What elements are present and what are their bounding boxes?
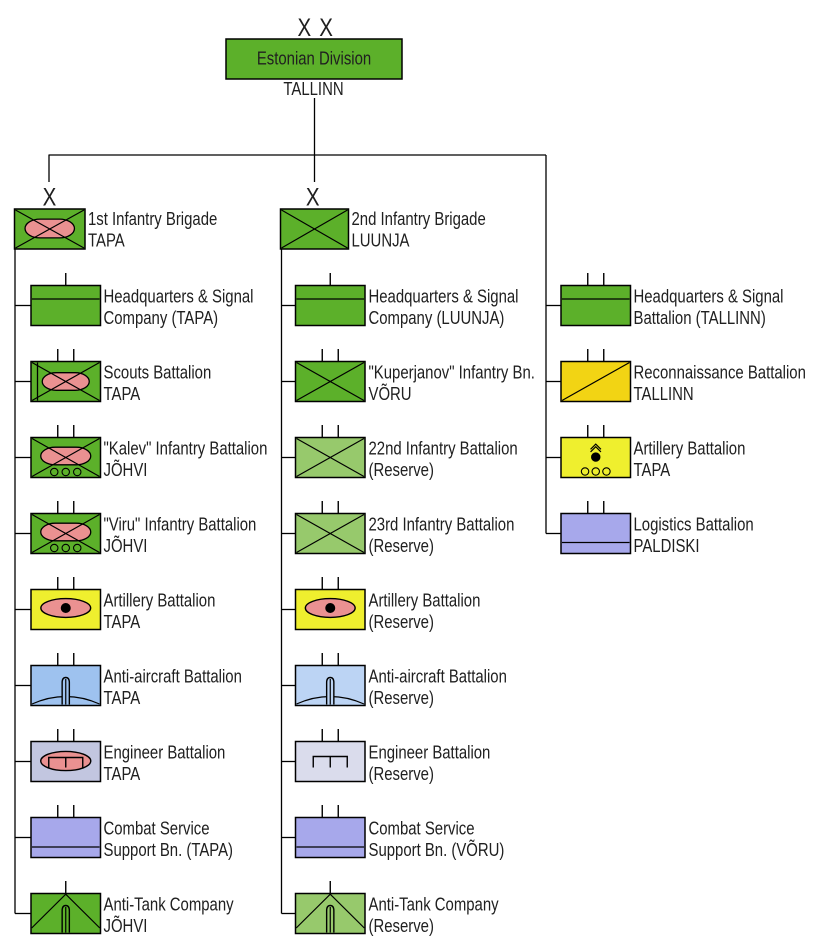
- svg-text:Support Bn. (VÕRU): Support Bn. (VÕRU): [369, 839, 505, 861]
- svg-text:TAPA: TAPA: [104, 612, 142, 633]
- svg-text:TALLINN: TALLINN: [283, 79, 343, 100]
- svg-text:X: X: [319, 13, 333, 41]
- svg-text:TAPA: TAPA: [634, 460, 672, 481]
- svg-text:Anti-Tank Company: Anti-Tank Company: [104, 894, 235, 915]
- svg-text:(Reserve): (Reserve): [369, 688, 434, 709]
- svg-text:Engineer Battalion: Engineer Battalion: [104, 742, 226, 763]
- svg-text:X: X: [297, 13, 311, 41]
- svg-text:JÕHVI: JÕHVI: [104, 459, 148, 481]
- svg-text:1st Infantry Brigade: 1st Infantry Brigade: [88, 209, 217, 230]
- svg-text:Company (LUUNJA): Company (LUUNJA): [369, 308, 505, 329]
- svg-text:22nd Infantry Battalion: 22nd Infantry Battalion: [369, 438, 518, 459]
- svg-text:TAPA: TAPA: [104, 688, 142, 709]
- svg-text:Artillery Battalion: Artillery Battalion: [104, 590, 216, 611]
- svg-text:TALLINN: TALLINN: [634, 384, 694, 405]
- svg-text:Anti-aircraft Battalion: Anti-aircraft Battalion: [104, 666, 242, 687]
- svg-text:Headquarters & Signal: Headquarters & Signal: [634, 286, 784, 307]
- svg-text:Company (TAPA): Company (TAPA): [104, 308, 219, 329]
- svg-text:Scouts Battalion: Scouts Battalion: [104, 362, 212, 383]
- svg-text:TAPA: TAPA: [104, 384, 142, 405]
- svg-text:VÕRU: VÕRU: [369, 383, 412, 405]
- svg-text:Headquarters & Signal: Headquarters & Signal: [369, 286, 519, 307]
- svg-text:Anti-Tank Company: Anti-Tank Company: [369, 894, 500, 915]
- svg-text:(Reserve): (Reserve): [369, 460, 434, 481]
- svg-text:Support Bn. (TAPA): Support Bn. (TAPA): [104, 840, 234, 861]
- svg-text:Estonian Division: Estonian Division: [257, 48, 371, 69]
- svg-text:Headquarters & Signal: Headquarters & Signal: [104, 286, 254, 307]
- svg-text:JÕHVI: JÕHVI: [104, 535, 148, 557]
- svg-text:"Kuperjanov" Infantry Bn.: "Kuperjanov" Infantry Bn.: [369, 362, 535, 383]
- svg-text:LUUNJA: LUUNJA: [352, 230, 411, 251]
- svg-text:"Viru" Infantry Battalion: "Viru" Infantry Battalion: [104, 514, 257, 535]
- svg-text:Artillery Battalion: Artillery Battalion: [634, 438, 746, 459]
- svg-text:Engineer Battalion: Engineer Battalion: [369, 742, 491, 763]
- svg-text:Artillery Battalion: Artillery Battalion: [369, 590, 481, 611]
- svg-text:(Reserve): (Reserve): [369, 764, 434, 785]
- svg-text:2nd Infantry Brigade: 2nd Infantry Brigade: [352, 209, 486, 230]
- svg-text:TAPA: TAPA: [104, 764, 142, 785]
- svg-text:X: X: [306, 183, 320, 211]
- svg-text:(Reserve): (Reserve): [369, 536, 434, 557]
- svg-text:Anti-aircraft Battalion: Anti-aircraft Battalion: [369, 666, 507, 687]
- svg-text:(Reserve): (Reserve): [369, 916, 434, 937]
- svg-text:(Reserve): (Reserve): [369, 612, 434, 633]
- svg-text:23rd Infantry Battalion: 23rd Infantry Battalion: [369, 514, 515, 535]
- svg-text:Battalion (TALLINN): Battalion (TALLINN): [634, 308, 766, 329]
- svg-text:TAPA: TAPA: [88, 230, 126, 251]
- svg-text:Logistics Battalion: Logistics Battalion: [634, 514, 754, 535]
- svg-text:Combat Service: Combat Service: [104, 818, 210, 839]
- svg-text:Combat Service: Combat Service: [369, 818, 475, 839]
- svg-text:JÕHVI: JÕHVI: [104, 915, 148, 937]
- svg-text:X: X: [43, 183, 57, 211]
- svg-text:Reconnaissance Battalion: Reconnaissance Battalion: [634, 362, 806, 383]
- svg-text:PALDISKI: PALDISKI: [634, 536, 700, 557]
- svg-text:"Kalev" Infantry Battalion: "Kalev" Infantry Battalion: [104, 438, 268, 459]
